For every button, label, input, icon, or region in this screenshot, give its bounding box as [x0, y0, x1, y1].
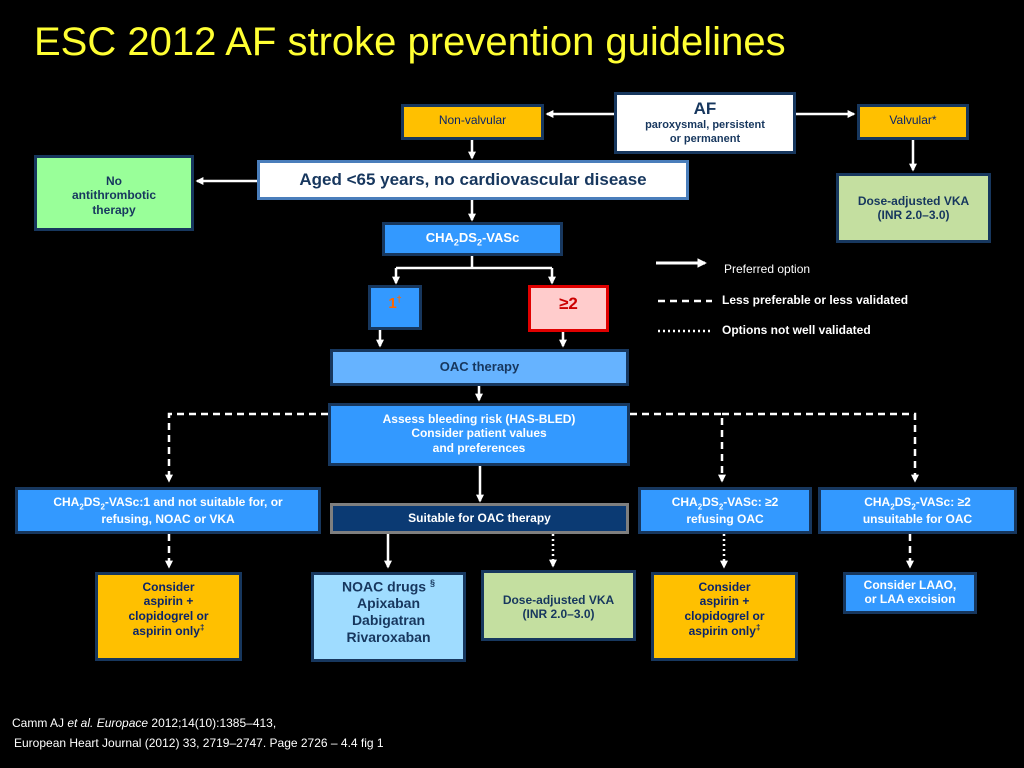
dose-vka-bottom-box: Dose-adjusted VKA (INR 2.0–3.0) — [481, 570, 636, 641]
dose-vka-top-line-1: Dose-adjusted VKA — [857, 194, 970, 208]
score-1-box: 1† — [368, 285, 422, 330]
consider-aspirin-left-box: Consider aspirin + clopidogrel or aspiri… — [95, 572, 242, 661]
dose-vka-top-box: Dose-adjusted VKA (INR 2.0–3.0) — [836, 173, 991, 243]
no-antithrombotic-line-1: No — [106, 174, 122, 188]
consider-right-line-1: Consider — [698, 580, 751, 594]
aged-box: Aged <65 years, no cardiovascular diseas… — [257, 160, 689, 200]
dose-vka-bottom-line-1: Dose-adjusted VKA — [502, 593, 615, 607]
suitable-oac-box: Suitable for OAC therapy — [330, 503, 629, 534]
assess-line-2: Consider patient values — [411, 426, 547, 441]
consider-aspirin-right-box: Consider aspirin + clopidogrel or aspiri… — [651, 572, 798, 661]
consider-left-line-3: clopidogrel or — [128, 608, 209, 623]
noac-drugs-box: NOAC drugs § Apixaban Dabigatran Rivarox… — [311, 572, 466, 662]
dashed-assess-refusing — [630, 412, 727, 483]
legend-not-well-validated: Options not well validated — [722, 323, 871, 337]
score-2-box: ≥2 — [528, 285, 609, 332]
af-box: AF paroxysmal, persistent or permanent — [614, 92, 796, 154]
consider-left-line-2: aspirin + — [143, 594, 194, 609]
laao-box: Consider LAAO, or LAA excision — [843, 572, 977, 614]
condition-refusing-box: CHA2DS2-VASc: ≥2 refusing OAC — [638, 487, 812, 534]
laao-line-2: or LAA excision — [864, 592, 956, 607]
dashed-assess-unsuitable — [722, 412, 920, 483]
no-antithrombotic-line-2: antithrombotic — [72, 188, 156, 203]
aged-label: Aged <65 years, no cardiovascular diseas… — [299, 169, 647, 189]
dashed-assess-left — [164, 412, 328, 483]
score-2-label: ≥2 — [559, 294, 578, 313]
legend-less-preferable: Less preferable or less validated — [722, 293, 909, 307]
legend-preferred: Preferred option — [724, 262, 811, 276]
assess-line-1: Assess bleeding risk (HAS-BLED) — [382, 412, 576, 426]
condition-not-suitable-box: CHA2DS2-VASc:1 and not suitable for, or … — [15, 487, 321, 534]
dose-vka-top-line-2: (INR 2.0–3.0) — [877, 208, 950, 223]
reference-2: European Heart Journal (2012) 33, 2719–2… — [14, 736, 384, 750]
page-title: ESC 2012 AF stroke prevention guidelines — [34, 20, 786, 64]
condition-unsuitable-box: CHA2DS2-VASc: ≥2 unsuitable for OAC — [818, 487, 1017, 534]
assess-bleeding-box: Assess bleeding risk (HAS-BLED) Consider… — [328, 403, 630, 466]
suitable-oac-label: Suitable for OAC therapy — [408, 511, 551, 526]
noac-line-2: Apixaban — [356, 595, 420, 612]
oac-therapy-label: OAC therapy — [439, 359, 520, 374]
condition-refusing-line-2: refusing OAC — [686, 511, 764, 526]
valvular-box: Valvular* — [857, 104, 969, 140]
af-subtitle-2: or permanent — [669, 132, 741, 145]
no-antithrombotic-box: No antithrombotic therapy — [34, 155, 194, 231]
chads-box: CHA2DS2-VASc — [382, 222, 563, 256]
condition-unsuitable-line-1: CHA2DS2-VASc: ≥2 — [864, 495, 971, 512]
noac-line-4: Rivaroxaban — [346, 629, 431, 646]
non-valvular-label: Non-valvular — [438, 113, 507, 127]
noac-line-3: Dabigatran — [351, 612, 426, 629]
condition-unsuitable-line-2: unsuitable for OAC — [862, 511, 973, 526]
laao-line-1: Consider LAAO, — [863, 578, 957, 592]
af-subtitle-1: paroxysmal, persistent — [645, 119, 765, 132]
consider-left-line-4: aspirin only‡ — [132, 623, 205, 639]
condition-not-suitable-line-2: refusing, NOAC or VKA — [101, 511, 235, 526]
no-antithrombotic-line-3: therapy — [92, 202, 136, 217]
valvular-label: Valvular* — [889, 113, 937, 127]
non-valvular-box: Non-valvular — [401, 104, 544, 140]
condition-refusing-line-1: CHA2DS2-VASc: ≥2 — [671, 495, 779, 512]
chads-label: CHA2DS2-VASc — [425, 229, 520, 248]
condition-not-suitable-line-1: CHA2DS2-VASc:1 and not suitable for, or — [53, 495, 283, 512]
consider-right-line-2: aspirin + — [699, 594, 750, 609]
noac-line-1: NOAC drugs § — [342, 578, 435, 595]
consider-right-line-3: clopidogrel or — [684, 608, 765, 623]
af-heading: AF — [693, 99, 717, 118]
reference-1: Camm AJ et al. Europace 2012;14(10):1385… — [12, 716, 277, 730]
assess-line-3: and preferences — [432, 440, 526, 455]
consider-right-line-4: aspirin only‡ — [688, 623, 761, 639]
score-1-label: 1† — [388, 294, 402, 312]
consider-left-line-1: Consider — [142, 580, 195, 594]
oac-therapy-box: OAC therapy — [330, 349, 629, 386]
dose-vka-bottom-line-2: (INR 2.0–3.0) — [522, 607, 595, 622]
